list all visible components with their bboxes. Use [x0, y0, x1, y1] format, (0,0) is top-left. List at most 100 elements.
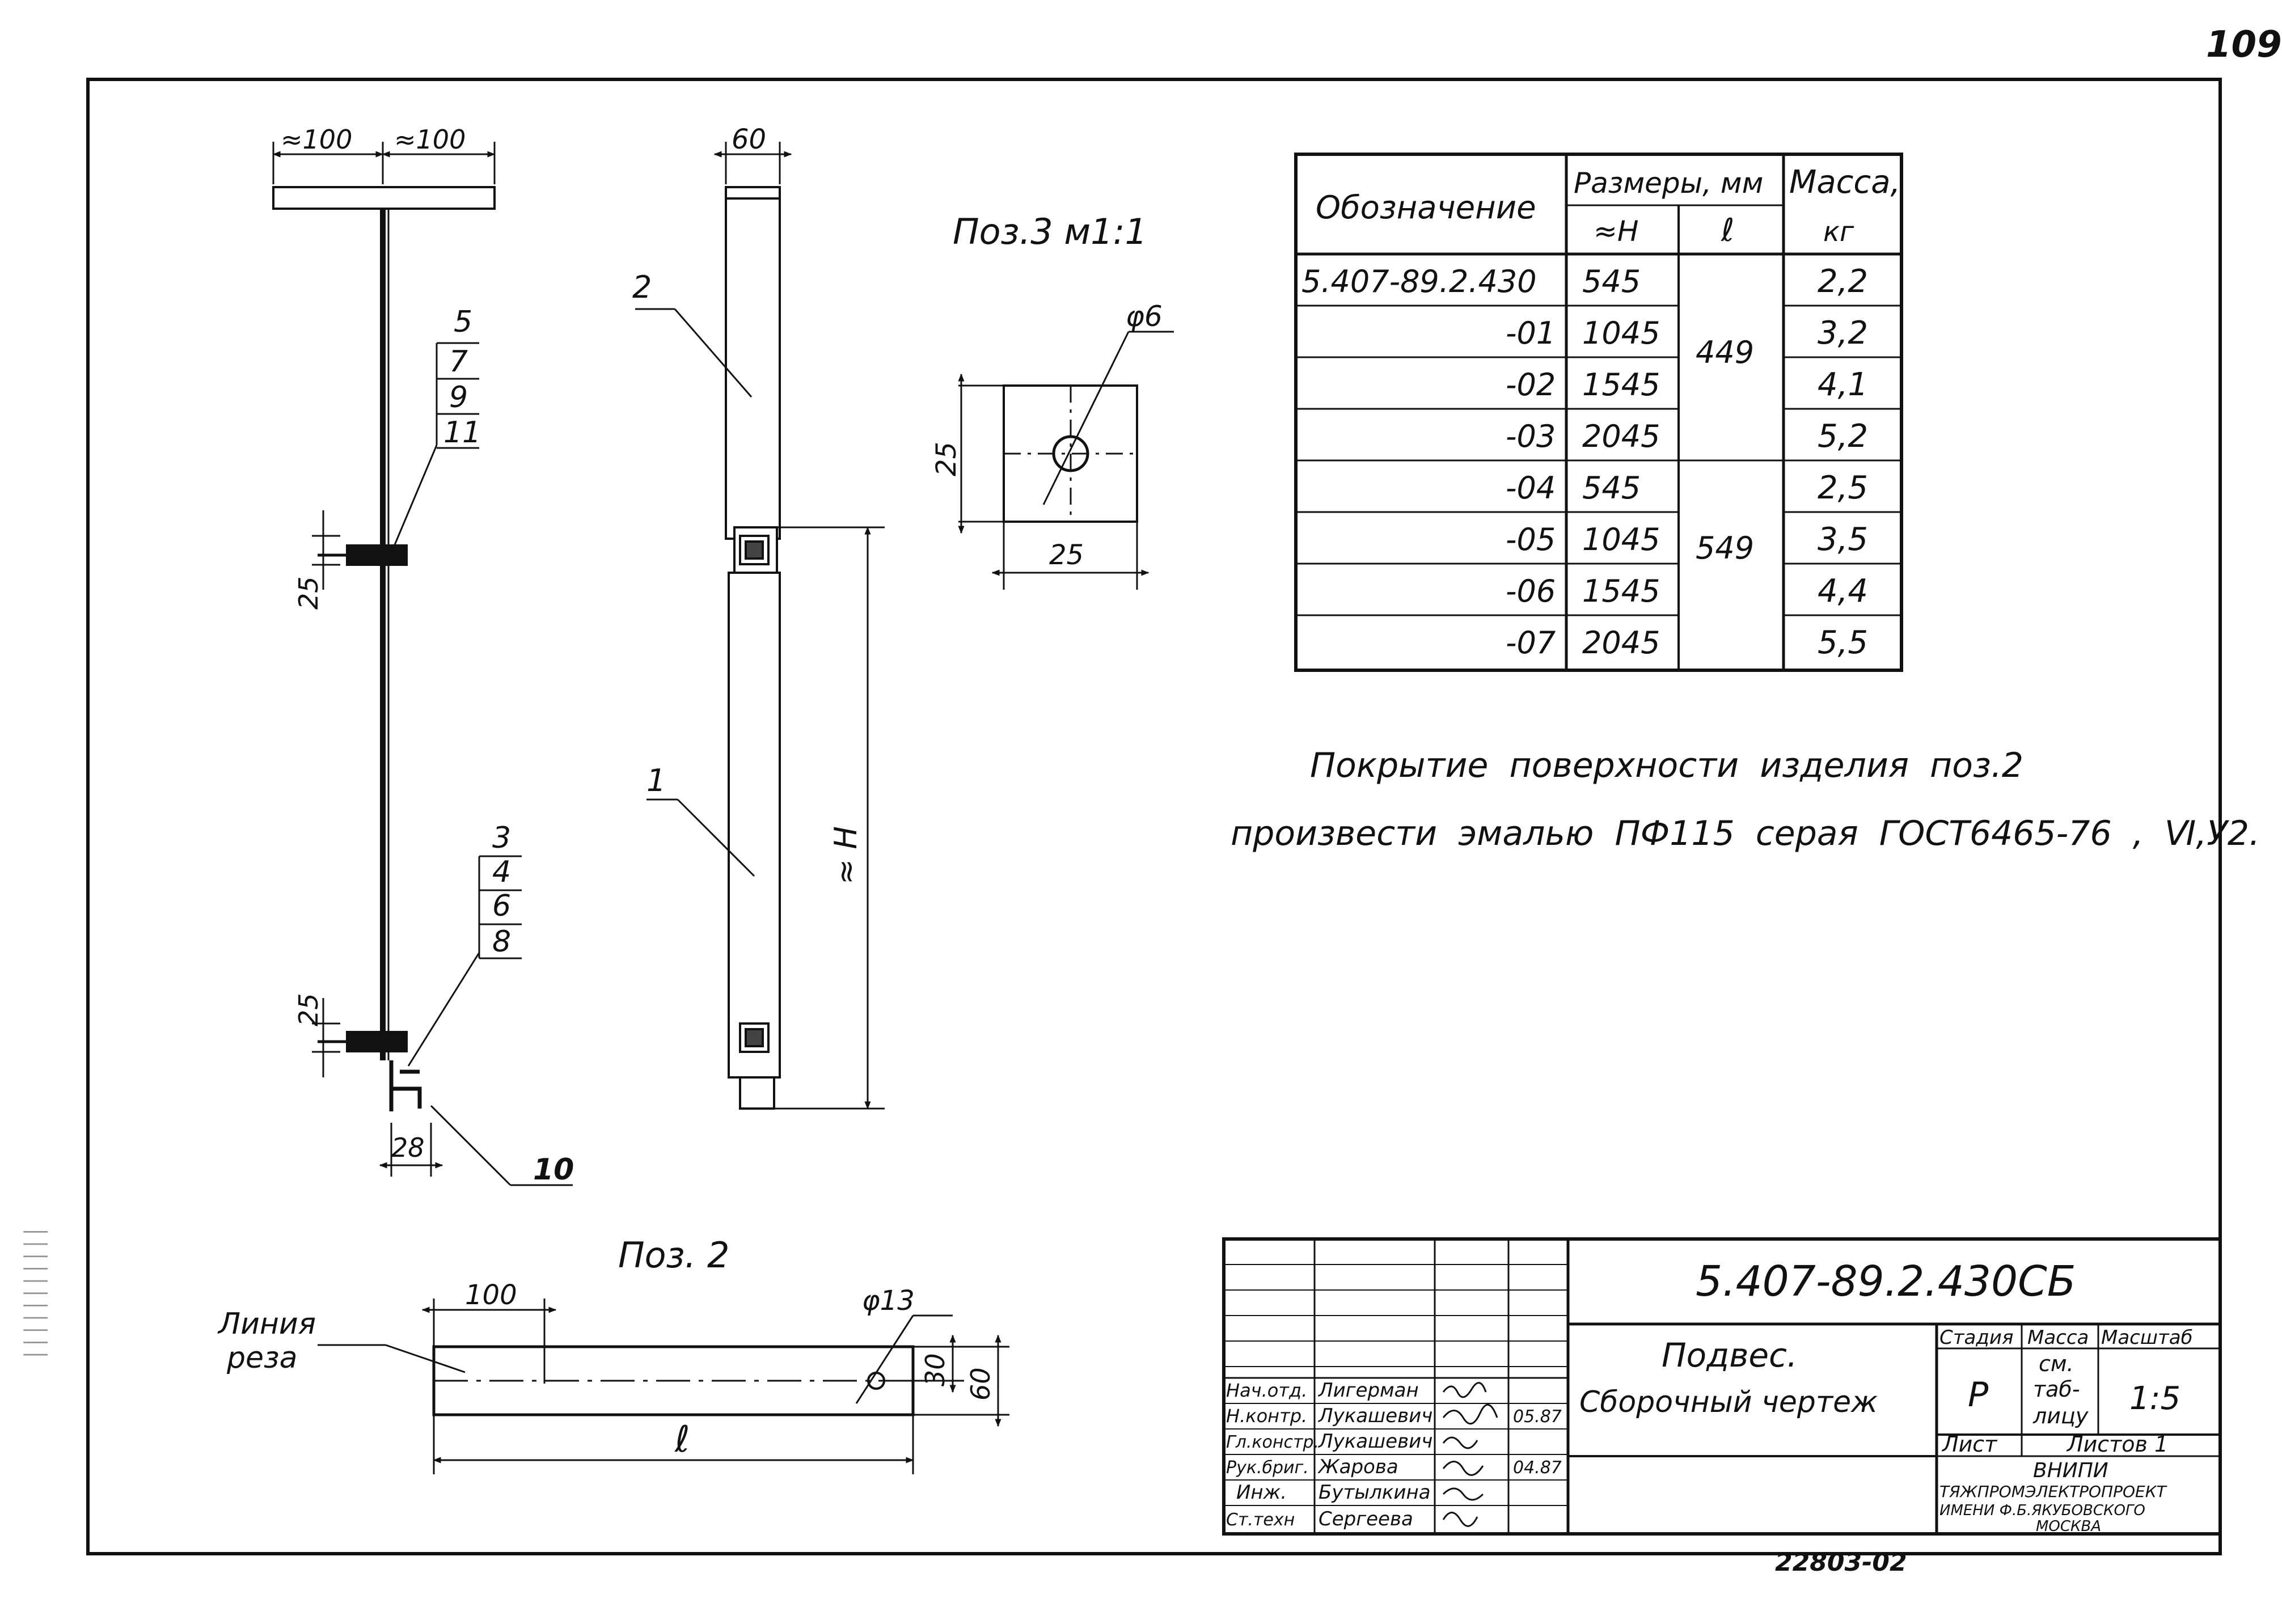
dim-25-pos3-horizontal: 25	[1049, 539, 1084, 571]
date-1: 05.87	[1513, 1407, 1562, 1427]
row-designation: -04	[1506, 470, 1556, 506]
row-mass: 4,1	[1818, 366, 1868, 403]
row-designation: -07	[1506, 625, 1556, 661]
stage-value: Р	[1968, 1375, 1989, 1415]
role-chief-designer: Гл.констр.	[1226, 1432, 1319, 1452]
row-designation: 5.407-89.2.430	[1301, 264, 1537, 299]
callout-6: 6	[492, 889, 511, 923]
upper-bar-pos2	[725, 186, 781, 540]
dim-25-pos3-vertical: 25	[931, 442, 962, 476]
drawing-name-1: Подвес.	[1662, 1336, 1797, 1375]
drawing-frame	[86, 78, 2222, 1555]
row-designation: -02	[1506, 367, 1556, 403]
pos2-title: Поз. 2	[618, 1234, 729, 1276]
bottom-bolt	[346, 1031, 408, 1052]
callout-3: 3	[492, 821, 511, 855]
row-designation: -01	[1506, 315, 1556, 351]
rail-clip	[389, 1060, 422, 1111]
l-group-449: 449	[1696, 335, 1754, 370]
callout-5: 5	[454, 305, 472, 339]
dim-phi13: φ13	[862, 1285, 915, 1317]
row-mass: 3,2	[1818, 315, 1868, 352]
scale-value: 1:5	[2129, 1380, 2180, 1417]
callout-8: 8	[492, 925, 511, 959]
drawing-name-2: Сборочный чертеж	[1579, 1385, 1878, 1419]
dim-28: 28	[391, 1132, 425, 1163]
name-3: Лукашевич	[1317, 1430, 1432, 1453]
top-bolt	[346, 544, 408, 566]
role-senior-tech: Ст.техн	[1226, 1510, 1295, 1530]
mass-value-2: таб-	[2033, 1377, 2080, 1402]
signatures	[1442, 1382, 1498, 1527]
dim-100: 100	[465, 1279, 517, 1311]
row-designation: -06	[1506, 573, 1556, 609]
header-designation: Обозначение	[1316, 189, 1536, 226]
mass-value-1: см.	[2039, 1351, 2074, 1376]
row-H: 545	[1582, 264, 1641, 299]
name-6: Сергеева	[1319, 1508, 1413, 1530]
page-number: 109	[2206, 24, 2282, 66]
bottom-code: 22803-02	[1775, 1548, 1907, 1577]
dim-30: 30	[920, 1353, 950, 1386]
callout-7: 7	[449, 345, 468, 379]
label-2: 2	[632, 269, 652, 305]
row-H: 1045	[1582, 315, 1660, 351]
org-line-2: ТЯЖПРОМЭЛЕКТРОПРОЕКТ	[1939, 1482, 2167, 1501]
dim-l: ℓ	[674, 1419, 690, 1461]
dim-H: ≈ H	[828, 826, 864, 885]
side-view	[725, 186, 781, 1110]
name-4: Жарова	[1317, 1456, 1398, 1478]
pos2-strip	[318, 1299, 1009, 1474]
label-1: 1	[646, 763, 666, 798]
date-2: 04.87	[1513, 1458, 1562, 1478]
margin-stamp: │││││││││││	[23, 1226, 48, 1361]
role-team-lead: Рук.бриг.	[1226, 1458, 1309, 1478]
callout-bottom: 3 4 6 8	[478, 821, 522, 959]
row-H: 2045	[1582, 418, 1660, 454]
row-designation: -05	[1506, 522, 1556, 557]
hanger-assembly-view	[272, 186, 496, 1111]
spec-table-text: Обозначение Размеры, мм ≈H ℓ Масса, кг 5…	[1301, 164, 1900, 661]
org-line-3: ИМЕНИ Ф.Б.ЯКУБОВСКОГО	[1939, 1502, 2145, 1519]
title-block	[1222, 1237, 2222, 1536]
role-engineer: Инж.	[1236, 1481, 1287, 1504]
row-H: 1045	[1582, 522, 1660, 557]
dim-approx-100-right: ≈100	[394, 124, 466, 155]
cut-line-label-2: реза	[226, 1341, 298, 1375]
label-10: 10	[533, 1153, 574, 1187]
row-H: 1545	[1582, 573, 1660, 609]
name-2: Лукашевич	[1317, 1405, 1432, 1427]
row-H: 1545	[1582, 367, 1660, 403]
row-mass: 4,4	[1818, 573, 1868, 610]
dim-25-top: 25	[293, 576, 324, 610]
row-designation: -03	[1506, 418, 1556, 454]
note-line-2: произвести эмалью ПФ115 серая ГОСТ6465-7…	[1231, 814, 2260, 853]
role-head-dept: Нач.отд.	[1226, 1380, 1307, 1401]
header-H: ≈H	[1594, 215, 1639, 248]
title-block-text: 5.407-89.2.430СБ Подвес. Сборочный черте…	[1226, 1257, 2193, 1535]
row-H: 2045	[1582, 625, 1660, 661]
lower-bar-pos1	[728, 572, 781, 1079]
callout-9: 9	[449, 380, 468, 415]
document-code: 5.407-89.2.430СБ	[1696, 1257, 2076, 1306]
l-group-549: 549	[1696, 530, 1754, 566]
dim-phi6: φ6	[1126, 300, 1163, 333]
note-line-1: Покрытие поверхности изделия поз.2	[1310, 746, 2023, 785]
pos3-washer	[958, 331, 1174, 590]
callout-top: 5 7 9 11	[436, 305, 481, 450]
header-l: ℓ	[1721, 212, 1734, 249]
dim-approx-100-left: ≈100	[281, 124, 352, 155]
sheet-label: Лист	[1941, 1432, 1998, 1457]
callout-4: 4	[492, 855, 511, 889]
dim-25-bottom: 25	[293, 993, 324, 1026]
t-plate	[272, 186, 496, 210]
dim-60-side: 60	[732, 124, 766, 155]
col-stage: Стадия	[1939, 1326, 2013, 1349]
cut-line-label-1: Линия	[217, 1307, 316, 1341]
dim-60-pos2: 60	[965, 1367, 996, 1401]
role-norm-control: Н.контр.	[1226, 1405, 1307, 1427]
row-mass: 2,5	[1818, 470, 1868, 506]
row-mass: 5,5	[1818, 624, 1868, 661]
pos3-title: Поз.3 м1:1	[953, 211, 1147, 252]
name-1: Лигерман	[1317, 1379, 1419, 1402]
